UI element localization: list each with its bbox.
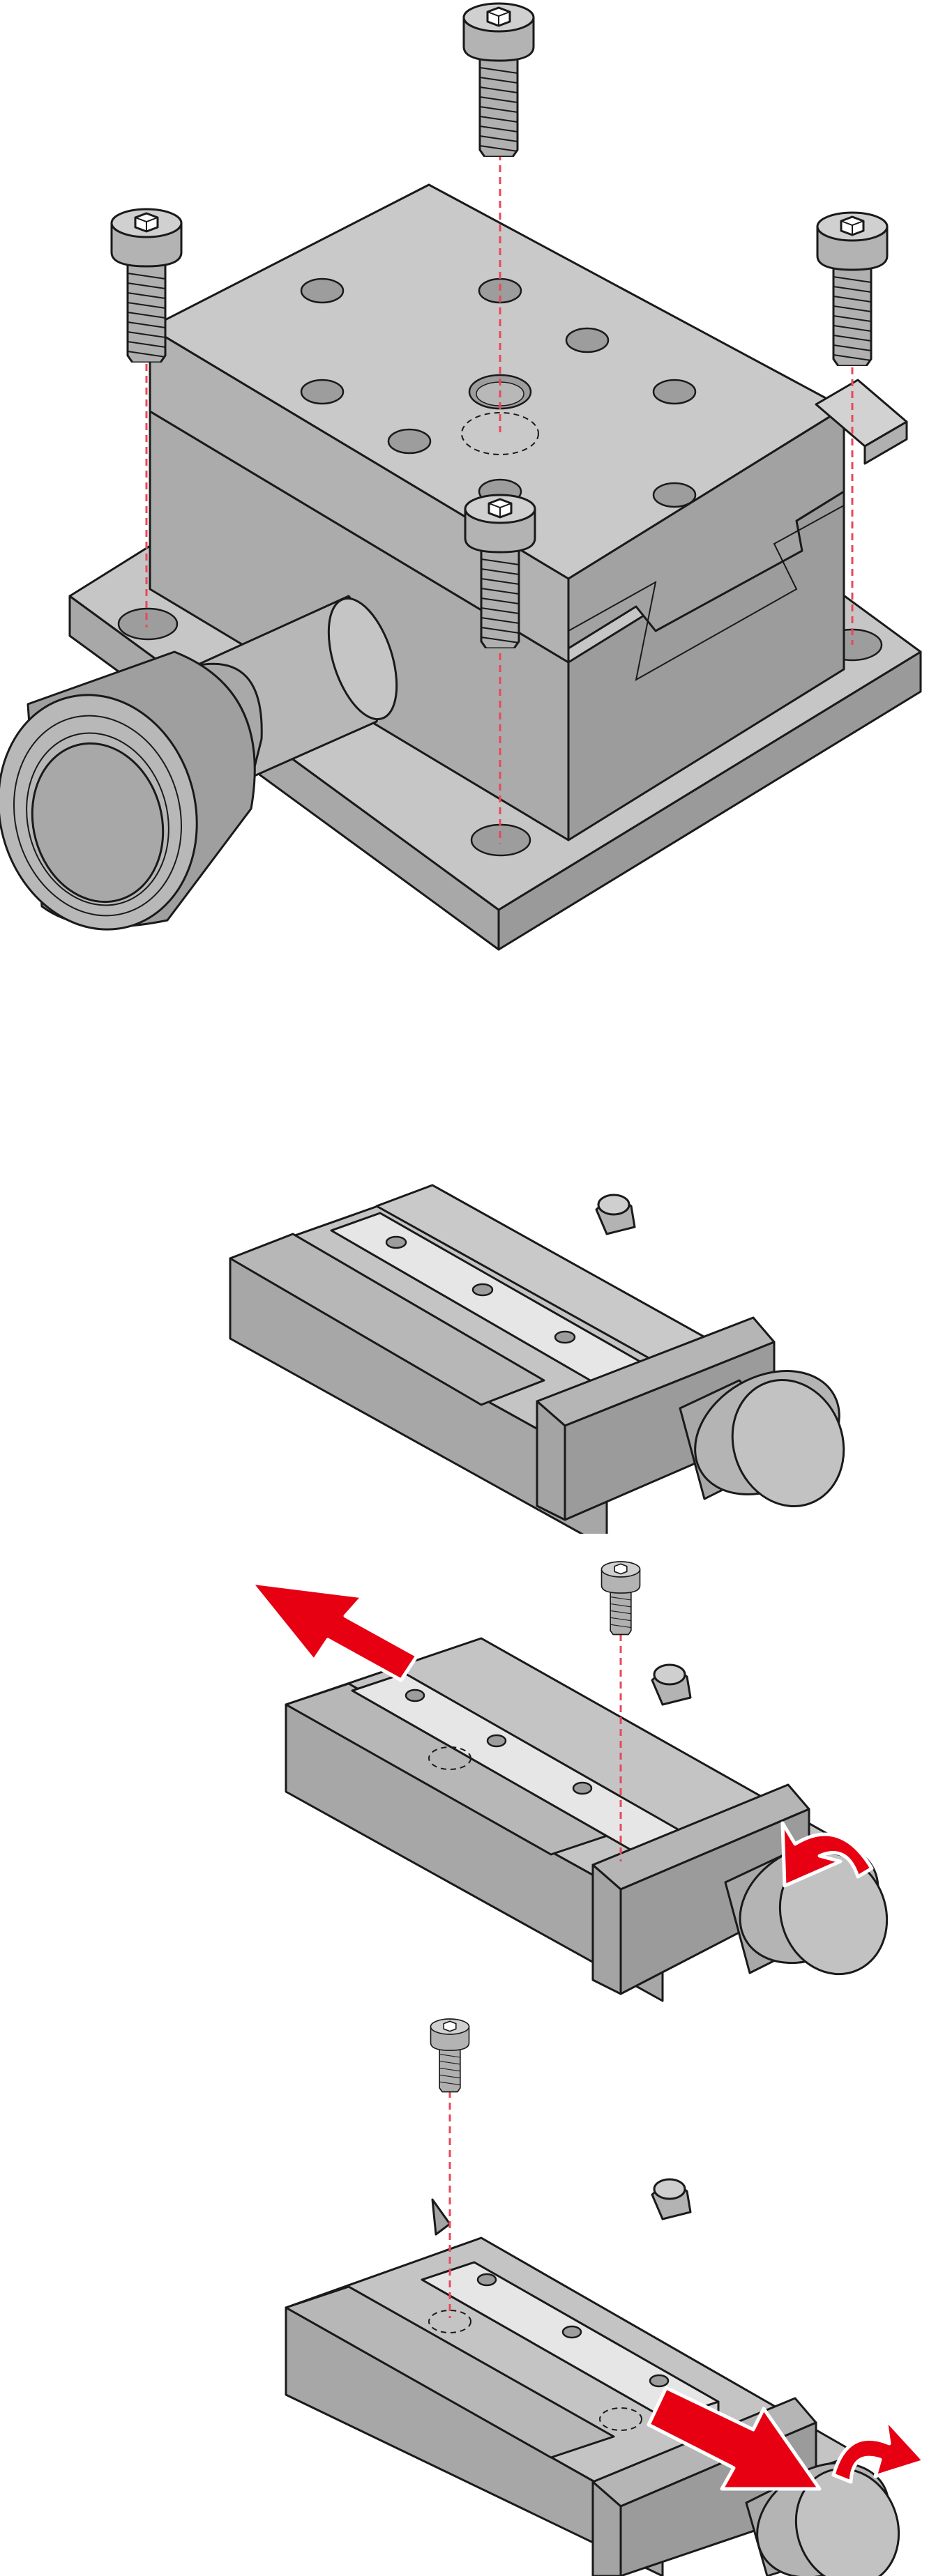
top-tapped-hole (300, 277, 697, 508)
slide-rail-view (229, 1184, 845, 1534)
hex-socket-screw-icon (462, 2, 535, 157)
slide-cover-refit-view (285, 2018, 926, 2576)
hex-socket-screw-icon (816, 211, 889, 366)
red-arrow-icon (249, 1580, 419, 1682)
cover-plate-hole (405, 1689, 593, 1795)
cover-plate-hole (476, 2273, 670, 2388)
hex-socket-screw-icon (430, 2018, 470, 2093)
cover-plate-hole (385, 1235, 576, 1344)
slide-cover-removal-view (249, 1561, 889, 2002)
red-arrow-icon (647, 2386, 822, 2491)
hex-socket-screw-icon (601, 1561, 641, 1636)
screw-guide-line (145, 153, 854, 844)
rotation-arrow-icon (831, 2417, 926, 2484)
rotation-arrow-icon (780, 1821, 874, 1888)
stage-mounting-view (0, 2, 922, 951)
